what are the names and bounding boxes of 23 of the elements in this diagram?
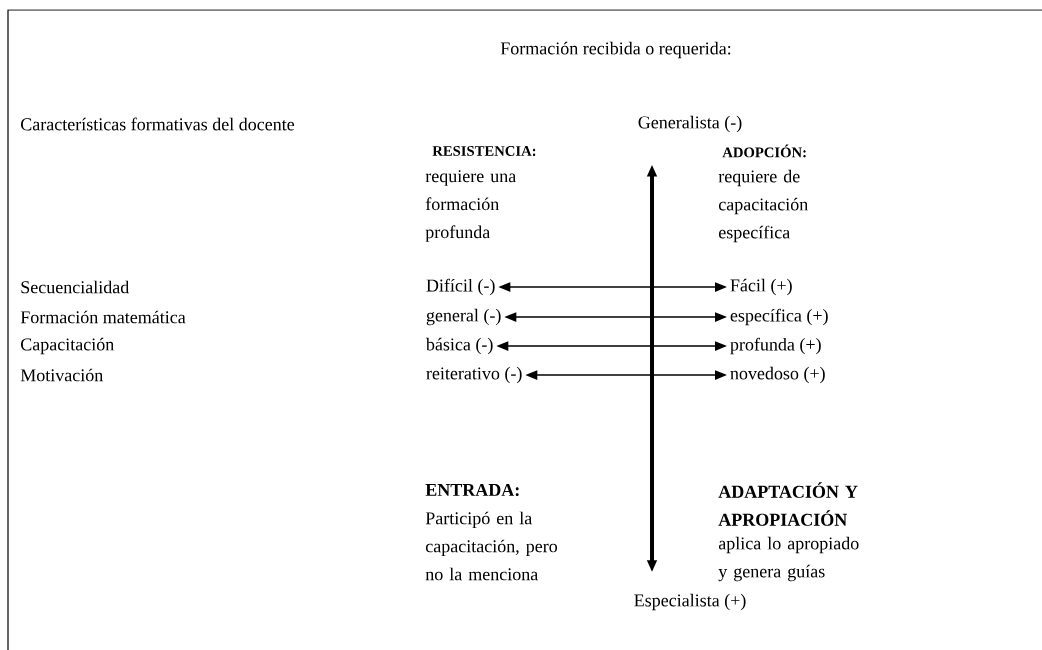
label-text: requiere una formación profunda (425, 170, 516, 242)
node-text: específica (+) (730, 308, 828, 326)
label-text: Motivación (20, 368, 103, 382)
label-text: ENTRADA: (425, 483, 519, 497)
label-text: requiere de capacitación específica (718, 169, 808, 243)
label-text: Características formativas del docente (21, 117, 295, 131)
label-text: aplica lo apropiado y genera guías (718, 536, 859, 582)
node-text: general (-) (426, 308, 501, 326)
node-text: básica (-) (425, 337, 493, 355)
label-text: Secuencialidad (21, 280, 129, 294)
label-text: Capacitación (21, 337, 114, 355)
node-text: novedoso (+) (730, 366, 825, 384)
label-text: Participó en la capacitación, pero no la menciona (425, 511, 558, 581)
node-text: reiterativo (-) (426, 366, 522, 384)
node-text: Fácil (+) (730, 278, 792, 296)
node-text: Difícil (-) (426, 278, 495, 296)
node-text: Generalista (-) (638, 115, 742, 133)
label-text: RESISTENCIA: (432, 146, 536, 156)
node-text: profunda (+) (730, 337, 821, 355)
label-text: Formación matemática (20, 310, 186, 324)
node-text: Especialista (+) (634, 593, 746, 611)
label-text: ADOPCIÓN: (722, 144, 806, 158)
label-text: Formación recibida o requerida: (500, 41, 731, 59)
